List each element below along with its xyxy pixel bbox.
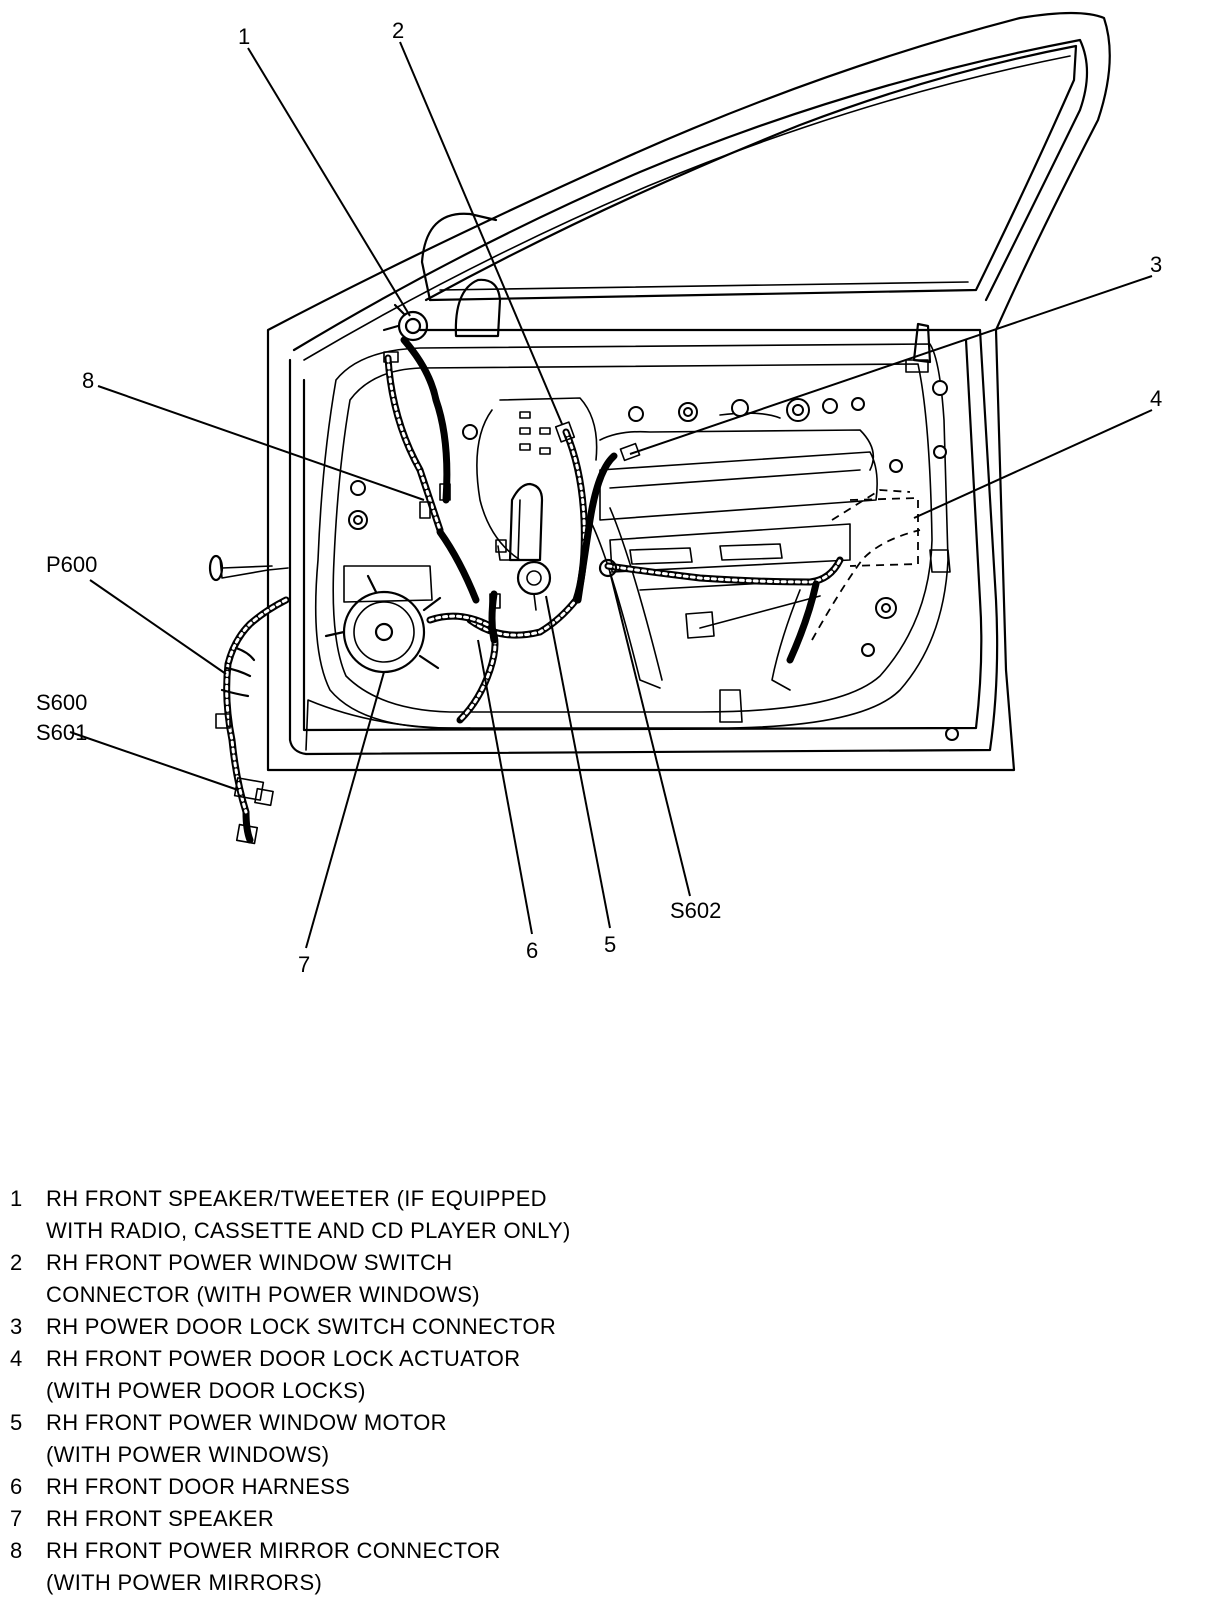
legend-number: 4 [10, 1346, 23, 1371]
callout-5: 5 [604, 932, 616, 957]
legend-text: RH FRONT SPEAKER/TWEETER (IF EQUIPPED [46, 1186, 547, 1211]
legend-text: WITH RADIO, CASSETTE AND CD PLAYER ONLY) [46, 1218, 571, 1243]
legend-item: 4 RH FRONT POWER DOOR LOCK ACTUATOR (WIT… [10, 1343, 630, 1407]
callout-2: 2 [392, 18, 404, 43]
callout-labels: 1 2 3 4 5 6 7 8 P600 S600 S601 S602 [36, 18, 1162, 977]
legend-item: 3 RH POWER DOOR LOCK SWITCH CONNECTOR [10, 1311, 630, 1343]
legend-item: 8 RH FRONT POWER MIRROR CONNECTOR (WITH … [10, 1535, 630, 1599]
legend-item: 2 RH FRONT POWER WINDOW SWITCH CONNECTOR… [10, 1247, 630, 1311]
legend-text: CONNECTOR (WITH POWER WINDOWS) [46, 1282, 480, 1307]
mounting-holes [348, 380, 959, 741]
door-wiring-diagram: 1 2 3 4 5 6 7 8 P600 S600 S601 S602 [36, 11, 1162, 977]
legend-text: RH POWER DOOR LOCK SWITCH CONNECTOR [46, 1314, 557, 1339]
lock-actuator-outline [811, 489, 921, 641]
legend-number: 6 [10, 1474, 23, 1499]
legend-text: (WITH POWER DOOR LOCKS) [46, 1378, 366, 1403]
callout-3: 3 [1150, 252, 1162, 277]
external-harness [208, 554, 290, 845]
callout-1: 1 [238, 24, 250, 49]
legend-number: 3 [10, 1314, 23, 1339]
speaker-tweeter [382, 303, 429, 363]
window-regulator [589, 412, 878, 691]
callout-8: 8 [82, 368, 94, 393]
callout-s600: S600 [36, 690, 87, 715]
callout-7: 7 [298, 952, 310, 977]
legend-text: RH FRONT SPEAKER [46, 1506, 275, 1531]
legend-number: 7 [10, 1506, 23, 1531]
legend-text: (WITH POWER MIRRORS) [46, 1570, 323, 1595]
front-speaker [324, 565, 442, 674]
legend-item: 5 RH FRONT POWER WINDOW MOTOR (WITH POWE… [10, 1407, 630, 1471]
legend-number: 1 [10, 1186, 23, 1211]
legend-item: 7 RH FRONT SPEAKER [10, 1503, 630, 1535]
component-legend: 1 RH FRONT SPEAKER/TWEETER (IF EQUIPPED … [10, 1183, 630, 1599]
legend-item: 1 RH FRONT SPEAKER/TWEETER (IF EQUIPPED … [10, 1183, 630, 1247]
callout-6: 6 [526, 938, 538, 963]
legend-text: RH FRONT POWER WINDOW MOTOR [46, 1410, 447, 1435]
leader-lines [69, 41, 1153, 949]
callout-4: 4 [1150, 386, 1162, 411]
switch-area [476, 397, 598, 561]
legend-text: RH FRONT POWER MIRROR CONNECTOR [46, 1538, 501, 1563]
legend-number: 2 [10, 1250, 23, 1275]
legend-text: RH FRONT POWER WINDOW SWITCH [46, 1250, 453, 1275]
legend-text: RH FRONT POWER DOOR LOCK ACTUATOR [46, 1346, 521, 1371]
window-motor [497, 482, 552, 611]
legend-number: 5 [10, 1410, 23, 1435]
callout-s602: S602 [670, 898, 721, 923]
callout-p600: P600 [46, 552, 97, 577]
legend-number: 8 [10, 1538, 23, 1563]
legend-item: 6 RH FRONT DOOR HARNESS [10, 1471, 630, 1503]
legend-text: RH FRONT DOOR HARNESS [46, 1474, 351, 1499]
callout-s601: S601 [36, 720, 87, 745]
door-harness [384, 336, 844, 724]
legend-text: (WITH POWER WINDOWS) [46, 1442, 330, 1467]
